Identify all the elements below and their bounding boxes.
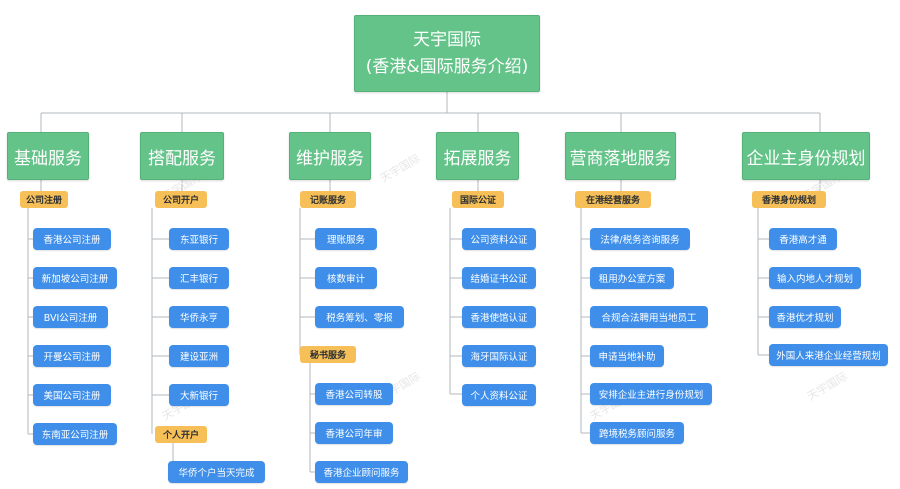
leaf-node: 跨境税务顾问服务 (590, 422, 684, 444)
category-node: 企业主身份规划 (742, 132, 870, 180)
leaf-node: 开曼公司注册 (33, 345, 111, 367)
category-node: 拓展服务 (436, 132, 519, 180)
leaf-node: 外国人来港企业经营规划 (769, 344, 888, 366)
leaf-node: 新加坡公司注册 (33, 267, 117, 289)
root-node: 天宇国际 (香港&国际服务介绍) (354, 15, 540, 92)
group-node: 记账服务 (300, 191, 356, 208)
leaf-node: 个人资料公证 (462, 384, 536, 406)
group-node: 在港经营服务 (575, 191, 651, 208)
leaf-node: 结婚证书公证 (462, 267, 536, 289)
leaf-node: 大新银行 (169, 384, 229, 406)
leaf-node: 公司资料公证 (462, 228, 536, 250)
leaf-node: 香港公司注册 (33, 228, 111, 250)
leaf-node: 香港优才规划 (769, 306, 841, 328)
leaf-node: 汇丰银行 (169, 267, 229, 289)
leaf-node: 东亚银行 (169, 228, 229, 250)
leaf-node: 香港公司转股 (315, 383, 393, 405)
root-title: 天宇国际 (413, 29, 481, 50)
group-node: 秘书服务 (300, 346, 356, 363)
group-node: 公司开户 (155, 191, 207, 208)
group-node: 香港身份规划 (752, 191, 826, 208)
leaf-node: 理账服务 (315, 228, 377, 250)
leaf-node: 法律/税务咨询服务 (590, 228, 690, 250)
leaf-node: 安排企业主进行身份规划 (590, 383, 712, 405)
leaf-node: 东南亚公司注册 (33, 423, 117, 445)
category-node: 搭配服务 (140, 132, 224, 180)
leaf-node: BVI公司注册 (33, 306, 108, 328)
leaf-node: 建设亚洲 (169, 345, 229, 367)
leaf-node: 华侨个户当天完成 (168, 461, 265, 483)
category-node: 营商落地服务 (565, 132, 676, 180)
leaf-node: 香港高才通 (769, 228, 837, 250)
leaf-node: 香港使馆认证 (462, 306, 536, 328)
leaf-node: 核数审计 (315, 267, 377, 289)
leaf-node: 申请当地补助 (590, 345, 664, 367)
leaf-node: 海牙国际认证 (462, 345, 536, 367)
group-node: 公司注册 (20, 191, 68, 208)
category-node: 基础服务 (7, 132, 89, 180)
leaf-node: 香港企业顾问服务 (315, 461, 408, 483)
leaf-node: 华侨永亨 (169, 306, 229, 328)
leaf-node: 输入内地人才规划 (769, 267, 861, 289)
category-node: 维护服务 (289, 132, 371, 180)
group-node: 国际公证 (452, 191, 504, 208)
leaf-node: 合规合法聘用当地员工 (590, 306, 708, 328)
leaf-node: 税务筹划、零报 (315, 306, 404, 328)
root-subtitle: (香港&国际服务介绍) (365, 56, 529, 77)
leaf-node: 美国公司注册 (33, 384, 111, 406)
leaf-node: 香港公司年审 (315, 422, 393, 444)
group-node: 个人开户 (155, 426, 207, 443)
leaf-node: 租用办公室方案 (590, 267, 674, 289)
